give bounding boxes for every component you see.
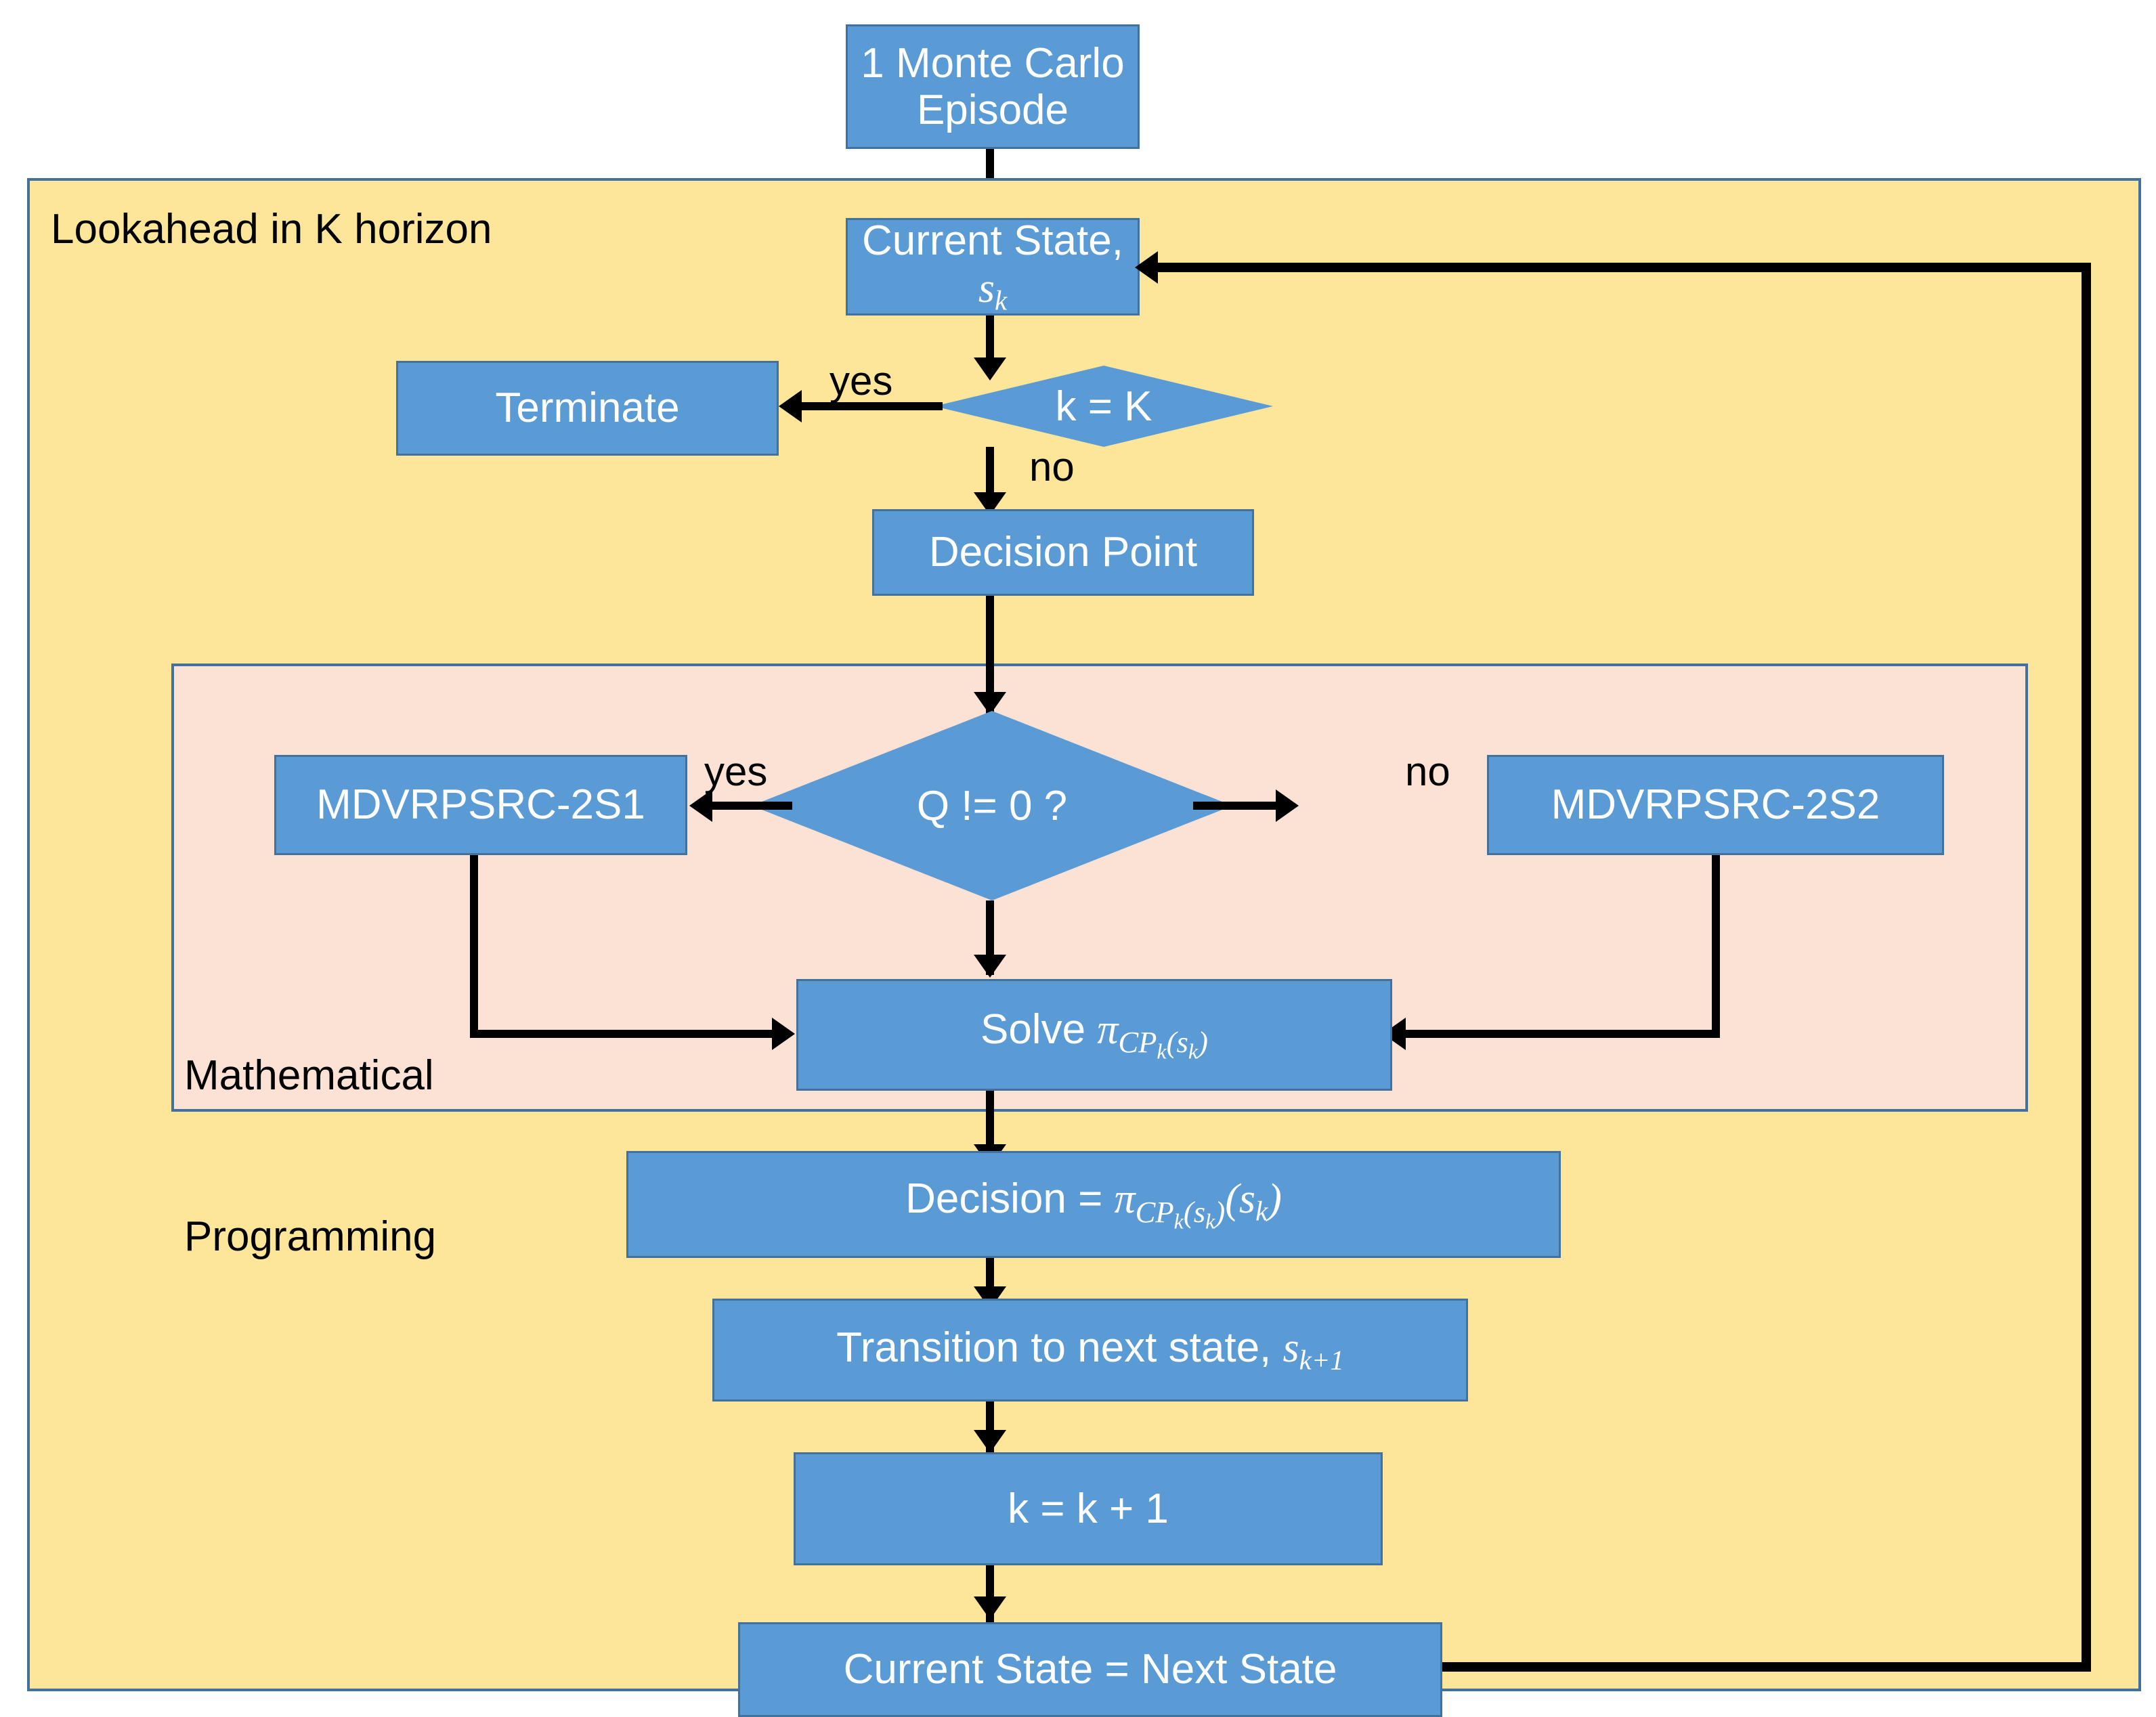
node-decision-arg-sub: k bbox=[1255, 1196, 1268, 1227]
node-increment-k-label: k = k + 1 bbox=[1008, 1485, 1169, 1532]
node-decision-sub-close: ) bbox=[1215, 1194, 1226, 1229]
node-decision-arg-open: (s bbox=[1225, 1176, 1256, 1223]
arrowhead-current-state-to-k-eq-K bbox=[974, 357, 1006, 381]
mathematical-programming-label: Mathematical Programming bbox=[184, 941, 436, 1371]
node-increment-k[interactable]: k = k + 1 bbox=[794, 1452, 1383, 1565]
node-transition-next-state[interactable]: Transition to next state, sk+1 bbox=[712, 1299, 1468, 1401]
node-decision-arg-close: ) bbox=[1268, 1176, 1282, 1223]
edge-q-yes bbox=[711, 802, 792, 810]
node-mdvrpsrc-2s2-label: MDVRPSRC-2S2 bbox=[1551, 781, 1880, 829]
node-assign-current-state-label: Current State = Next State bbox=[843, 1646, 1337, 1693]
arrowhead-q-yes bbox=[689, 789, 712, 822]
node-assign-current-state[interactable]: Current State = Next State bbox=[738, 1622, 1442, 1717]
edge-current-state-to-k-eq-K bbox=[986, 316, 994, 370]
arrowhead-q-to-solve bbox=[974, 955, 1006, 978]
node-decision-equals[interactable]: Decision = πCPk(sk)(sk) bbox=[626, 1151, 1561, 1258]
math-prog-line2: Programming bbox=[184, 1213, 437, 1260]
node-terminate[interactable]: Terminate bbox=[396, 361, 779, 456]
node-current-state-prefix: Current State, bbox=[862, 217, 1123, 265]
arrowhead-transition-to-increment bbox=[974, 1430, 1006, 1453]
node-decision-point[interactable]: Decision Point bbox=[872, 509, 1254, 596]
node-start-monte-carlo-episode[interactable]: 1 Monte Carlo Episode bbox=[846, 24, 1140, 149]
node-decision-sub-k: k bbox=[1173, 1209, 1184, 1234]
edge-label-k-eq-K-yes: yes bbox=[829, 358, 893, 404]
decision-k-equals-K-label: k = K bbox=[1055, 383, 1152, 430]
arrowhead-q-no bbox=[1276, 789, 1299, 822]
edge-2s1-down bbox=[470, 855, 478, 1038]
node-solve-sub-argk: k bbox=[1188, 1039, 1199, 1064]
edge-label-k-eq-K-no: no bbox=[1029, 444, 1075, 490]
node-current-state-subscript: k bbox=[994, 285, 1008, 316]
node-decision-pi: π bbox=[1114, 1176, 1136, 1223]
edge-2s2-left bbox=[1406, 1030, 1720, 1038]
node-start-line1: 1 Monte Carlo bbox=[861, 39, 1125, 87]
arrowhead-feedback-to-current-state bbox=[1135, 251, 1158, 284]
node-decision-sub-arg: (s bbox=[1183, 1194, 1206, 1229]
node-decision-sub-argk: k bbox=[1205, 1209, 1215, 1234]
arrowhead-k-eq-K-yes bbox=[779, 390, 802, 422]
edge-k-eq-K-yes bbox=[799, 402, 943, 410]
node-decision-prefix: Decision = bbox=[905, 1175, 1115, 1223]
node-transition-subscript: k+1 bbox=[1299, 1345, 1344, 1376]
node-solve-prefix: Solve bbox=[980, 1005, 1098, 1053]
arrowhead-increment-to-assign bbox=[974, 1596, 1006, 1620]
node-current-state-symbol: s bbox=[978, 265, 995, 311]
node-terminate-label: Terminate bbox=[495, 385, 680, 432]
edge-q-no bbox=[1193, 802, 1281, 810]
arrowhead-decision-point-to-q-check bbox=[974, 692, 1006, 715]
edge-feedback-left bbox=[1158, 263, 2091, 272]
node-solve-sub-close: ) bbox=[1198, 1025, 1209, 1060]
edge-decision-point-to-q-check bbox=[986, 596, 994, 714]
arrowhead-2s1-to-solve bbox=[772, 1018, 795, 1050]
math-prog-line1: Mathematical bbox=[184, 1051, 434, 1099]
node-solve-pi: π bbox=[1097, 1006, 1119, 1053]
node-solve-policy[interactable]: Solve πCPk(sk) bbox=[796, 979, 1392, 1091]
edge-2s2-down bbox=[1712, 855, 1720, 1038]
edge-label-q-no: no bbox=[1405, 749, 1450, 794]
node-transition-symbol: s bbox=[1282, 1324, 1299, 1371]
node-mdvrpsrc-2s1-label: MDVRPSRC-2S1 bbox=[316, 781, 645, 829]
node-start-line2: Episode bbox=[916, 87, 1069, 133]
node-decision-sub-cp: CP bbox=[1135, 1194, 1174, 1229]
node-current-state[interactable]: Current State, sk bbox=[846, 217, 1140, 316]
node-solve-sub-k: k bbox=[1157, 1039, 1167, 1064]
decision-q-not-equal-zero-label: Q != 0 ? bbox=[916, 782, 1068, 829]
node-mdvrpsrc-2s2[interactable]: MDVRPSRC-2S2 bbox=[1487, 755, 1944, 855]
node-solve-sub-cp: CP bbox=[1118, 1025, 1157, 1060]
edge-feedback-right bbox=[1442, 1662, 2091, 1672]
decision-k-equals-K[interactable]: k = K bbox=[934, 366, 1273, 447]
node-transition-prefix: Transition to next state, bbox=[836, 1324, 1283, 1371]
edge-label-q-yes: yes bbox=[704, 749, 768, 794]
node-solve-sub-arg: (s bbox=[1166, 1025, 1188, 1060]
node-decision-point-label: Decision Point bbox=[928, 529, 1198, 576]
lookahead-horizon-label: Lookahead in K horizon bbox=[51, 206, 492, 253]
node-mdvrpsrc-2s1[interactable]: MDVRPSRC-2S1 bbox=[274, 755, 687, 855]
decision-q-not-equal-zero[interactable]: Q != 0 ? bbox=[752, 711, 1232, 900]
edge-feedback-up bbox=[2082, 263, 2091, 1672]
edge-2s1-right bbox=[470, 1030, 779, 1038]
